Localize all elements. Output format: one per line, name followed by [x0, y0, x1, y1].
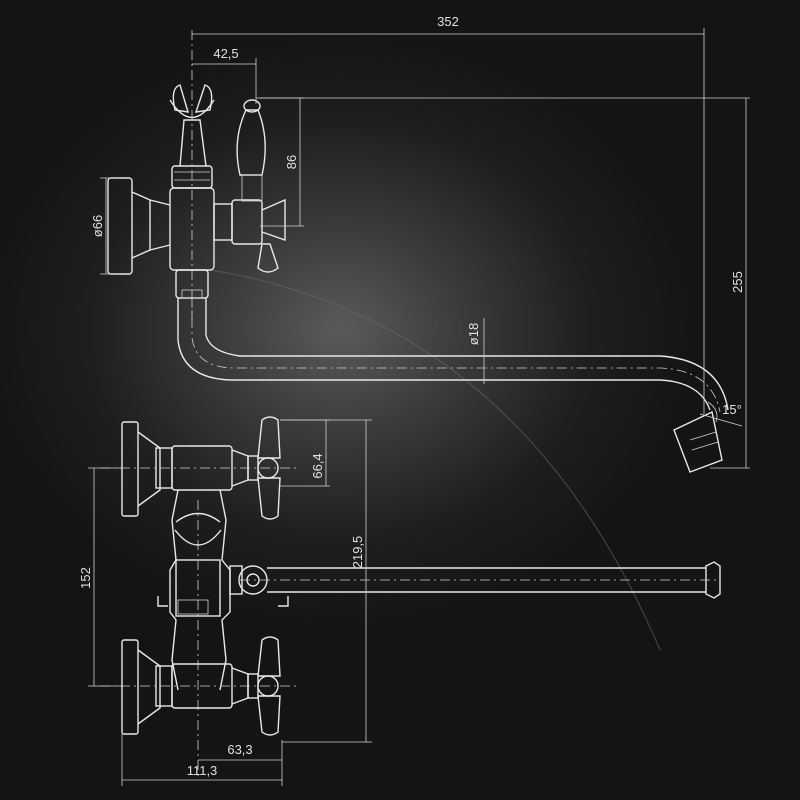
- upper-valve: [100, 416, 300, 520]
- wall-flange-top: [107, 177, 171, 275]
- dim-center-distance: 152: [78, 567, 93, 589]
- center-block: [157, 489, 289, 780]
- dim-overall-height: 219,5: [350, 536, 365, 569]
- bottom-view: [100, 416, 721, 780]
- dimension-labels: 352 42,5 86 ø66 ø18 255 15° 66,4 219,5 1…: [78, 14, 745, 778]
- dim-handle-depth: 63,3: [227, 742, 252, 757]
- top-view: [107, 30, 729, 473]
- spout-top: [177, 298, 729, 473]
- dim-handle-height: 86: [284, 155, 299, 169]
- dim-total-depth: 111,3: [187, 763, 218, 778]
- dimension-lines: [88, 28, 750, 786]
- dim-flange-diameter: ø66: [90, 215, 105, 237]
- dim-total-length: 352: [437, 14, 459, 29]
- dim-valve-spacing: 66,4: [310, 453, 325, 478]
- dim-spout-angle: 15°: [722, 402, 742, 417]
- lower-valve: [100, 636, 300, 736]
- cross-handle-top: [213, 99, 286, 273]
- dim-holder-offset: 42,5: [213, 46, 238, 61]
- spout-front: [229, 561, 721, 599]
- reflection-arc: [209, 269, 661, 651]
- dim-total-height: 255: [730, 271, 745, 293]
- dim-spout-diameter: ø18: [466, 323, 481, 345]
